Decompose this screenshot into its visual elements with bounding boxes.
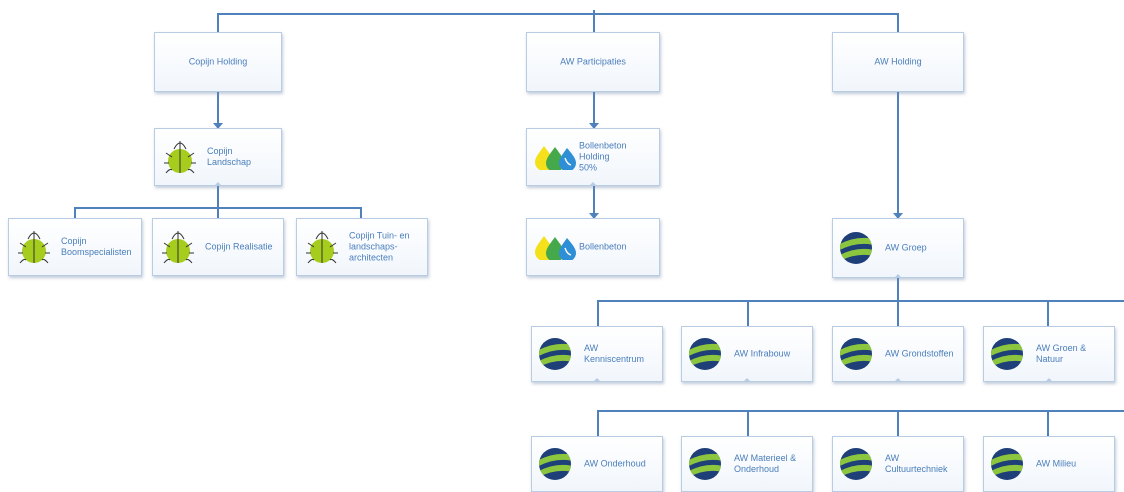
node-label-line: Holding [579,151,610,162]
aw-globe-icon [991,448,1023,480]
copijn-plant-icon [306,231,338,264]
node-label: AW Materieel & Onderhoud [734,453,808,475]
node-label: AW Groep [885,242,927,253]
node-label: AW Cultuurtechniek [885,453,959,475]
expand-caret-icon [1045,378,1053,382]
aw-globe-icon [539,448,571,480]
expand-caret-icon [894,274,902,278]
node-label-line: landschaps- [349,241,398,252]
node-label: Bollenbeton [579,241,627,252]
node-copijn-landschap[interactable]: Copijn Landschap [154,128,282,186]
bollenbeton-drops-icon [535,146,576,170]
aw-globe-icon [539,338,571,370]
expand-caret-icon [589,182,597,186]
node-copijn-holding[interactable]: Copijn Holding [154,32,282,92]
node-label: AW Participaties [560,56,626,67]
node-label-line: Bollenbeton [579,140,627,151]
node-label: Copijn Landschap [207,146,252,167]
node-label-line: 50% [579,162,598,173]
node-bollenbeton-holding[interactable]: Bollenbeton Holding 50% [526,128,660,186]
connector-aw-groep-row2 [597,410,1124,436]
expand-caret-icon [743,378,751,382]
aw-globe-icon [840,232,872,264]
node-label-line: AW [584,343,599,353]
node-aw-groen-natuur[interactable]: AW Groen & Natuur [983,326,1115,382]
node-label: Copijn Realisatie [205,241,273,252]
node-label: AW Infrabouw [734,348,791,359]
aw-globe-icon [840,338,872,370]
expand-caret-icon [593,378,601,382]
copijn-plant-icon [164,141,196,174]
node-aw-onderhoud[interactable]: AW Onderhoud [531,436,663,492]
node-aw-cultuurtechniek[interactable]: AW Cultuurtechniek [832,436,964,492]
node-label-line: AW Groen & [1036,343,1087,353]
connector-aw-groep-row1 [597,278,1124,326]
node-label-line: architecten [349,252,394,263]
node-label-line: AW [885,453,900,463]
node-aw-milieu[interactable]: AW Milieu [983,436,1115,492]
aw-globe-icon [991,338,1023,370]
node-label-line: AW Materieel & [734,453,797,463]
node-label-line: Cultuurtechniek [885,464,948,474]
bollenbeton-drops-icon [535,236,576,260]
node-label: AW Kenniscentrum [584,343,658,365]
node-copijn-realisatie[interactable]: Copijn Realisatie [152,218,284,276]
node-label-line: Copijn Tuin- en [349,230,410,241]
aw-globe-icon [840,448,872,480]
node-aw-grondstoffen[interactable]: AW Grondstoffen [832,326,964,382]
aw-globe-icon [689,448,721,480]
expand-caret-icon [214,182,222,186]
copijn-plant-icon [18,231,50,264]
node-aw-holding[interactable]: AW Holding [832,32,964,92]
node-label: AW Onderhoud [584,458,646,469]
node-aw-kenniscentrum[interactable]: AW Kenniscentrum [531,326,663,382]
node-label: Copijn Boomspecialisten [61,236,137,258]
node-label-line: Kenniscentrum [584,354,645,364]
node-aw-participaties[interactable]: AW Participaties [526,32,660,92]
node-label-line: Natuur [1036,354,1064,364]
node-copijn-tuin-landschapsarchitecten[interactable]: Copijn Tuin- en landschaps- architecten [296,218,428,276]
aw-globe-icon [689,338,721,370]
expand-caret-icon [894,378,902,382]
node-label-line: Boomspecialisten [61,247,132,257]
node-copijn-boomspecialisten[interactable]: Copijn Boomspecialisten [8,218,142,276]
node-aw-materieel-onderhoud[interactable]: AW Materieel & Onderhoud [681,436,813,492]
copijn-plant-icon [162,231,194,264]
node-label: Copijn Tuin- en landschaps- architecten [349,231,423,264]
node-bollenbeton[interactable]: Bollenbeton [526,218,660,276]
node-label: AW Milieu [1036,458,1077,469]
node-label: AW Grondstoffen [885,348,954,359]
node-label-line: Onderhoud [734,464,780,474]
node-label-line: Copijn [61,236,87,246]
connector-copijn-landschap-children [74,186,362,218]
node-aw-groep[interactable]: AW Groep [832,218,964,278]
node-label: AW Groen & Natuur [1036,343,1110,365]
node-label: Bollenbeton Holding 50% [579,141,655,174]
node-aw-infrabouw[interactable]: AW Infrabouw [681,326,813,382]
connector-top-bus [217,13,899,32]
node-label: AW Holding [874,56,922,67]
node-label: Copijn Holding [188,56,248,67]
